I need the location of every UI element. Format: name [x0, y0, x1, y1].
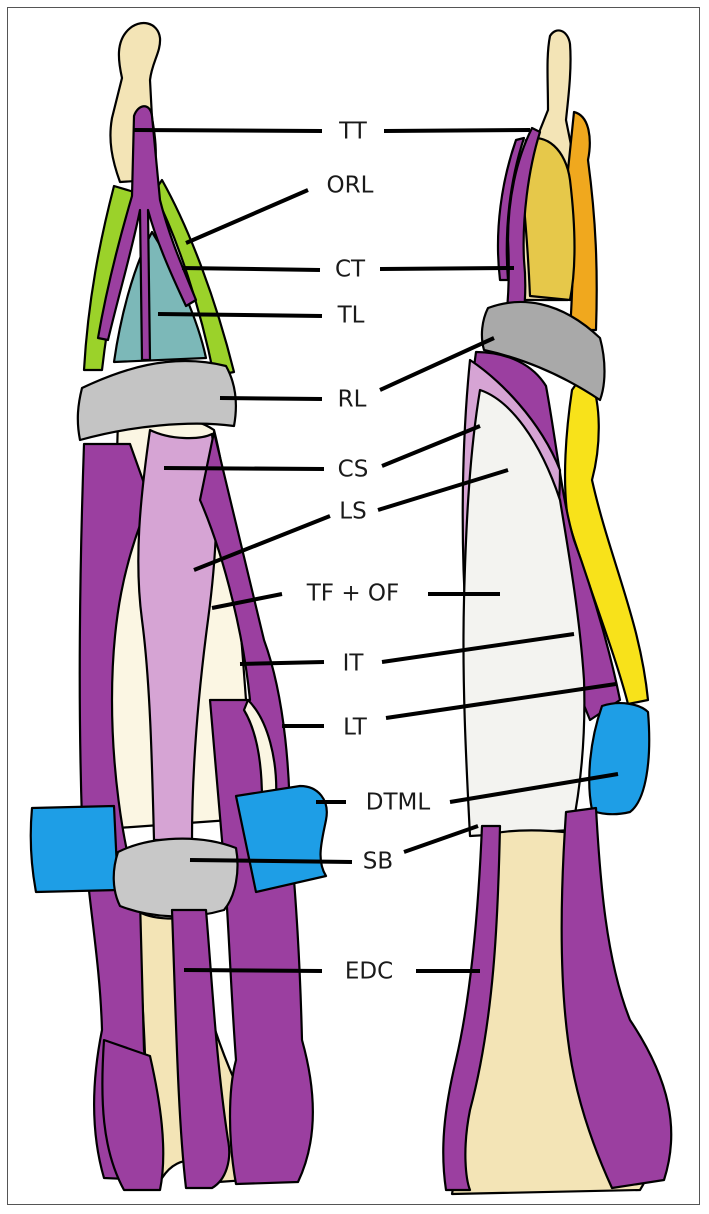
label-it: IT [343, 651, 365, 677]
leader-rl-left [220, 398, 322, 399]
leader-cs-left [164, 468, 324, 469]
label-sb: SB [363, 849, 393, 875]
sagittal-band [114, 839, 238, 917]
lateral-view [443, 30, 671, 1194]
leader-edc-left [184, 970, 322, 971]
label-ls: LS [339, 499, 366, 525]
leader-sb-left [190, 860, 352, 862]
label-edc: EDC [345, 959, 393, 985]
leader-ct-left [182, 268, 320, 270]
label-tf-of: TF + OF [306, 581, 400, 607]
label-rl: RL [338, 387, 367, 413]
leader-tl [158, 314, 322, 316]
leader-sb-right [404, 826, 478, 852]
dorsal-view [31, 23, 327, 1190]
label-tt: TT [338, 119, 368, 145]
label-lt: LT [343, 715, 368, 741]
dorsal-transverse-metacarpal-ligament-left [31, 806, 118, 892]
leader-tt-left [134, 130, 322, 131]
leader-it-left [240, 662, 324, 664]
label-ct: CT [335, 257, 366, 283]
label-tl: TL [337, 303, 365, 329]
leader-orl [186, 190, 308, 243]
leader-ct-right [380, 268, 514, 269]
label-cs: CS [338, 457, 369, 483]
label-orl: ORL [327, 173, 374, 199]
labels: TT ORL CT TL RL CS LS TF + OF IT LT DTML… [306, 119, 431, 985]
label-dtml: DTML [366, 790, 431, 816]
dorsal-transverse-metacarpal-ligament-lateral [589, 703, 649, 814]
leader-tt-right [384, 130, 530, 131]
